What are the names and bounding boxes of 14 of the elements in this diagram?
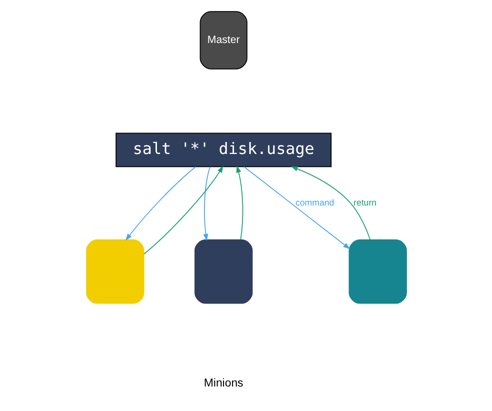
node-box bbox=[194, 239, 252, 304]
node-box: salt '*' disk.usage bbox=[115, 132, 332, 168]
arrow bbox=[236, 166, 243, 240]
label: Minions bbox=[203, 378, 243, 390]
arrow bbox=[124, 166, 196, 241]
edge-label: command bbox=[294, 198, 334, 208]
arrow bbox=[202, 166, 210, 242]
arrow bbox=[142, 166, 223, 255]
node-box bbox=[86, 239, 144, 304]
arrow bbox=[243, 166, 350, 250]
node-box bbox=[348, 239, 406, 304]
node-box: Master bbox=[199, 11, 247, 70]
edge-label: return bbox=[353, 198, 376, 208]
arrow bbox=[290, 166, 370, 240]
